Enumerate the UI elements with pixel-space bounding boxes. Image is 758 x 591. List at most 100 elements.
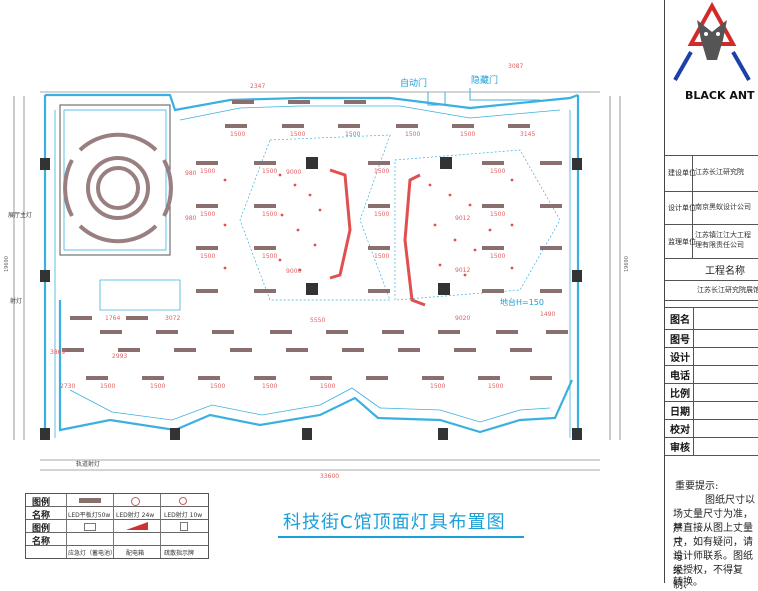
wall-outline — [43, 93, 580, 440]
legend-item-spot-24w: LED射灯 24w — [116, 512, 155, 519]
svg-text:1500: 1500 — [345, 131, 360, 138]
field-approver: 审核 — [670, 443, 690, 454]
display-counters — [329, 168, 426, 307]
construction-unit-value: 江苏长江研究院 — [695, 168, 744, 176]
ceiling-lighting-plan: 1500 1500 1500 1500 1500 3145 1500 1500 1500 1… — [4, 63, 630, 480]
panel-light-symbol-icon — [79, 498, 101, 503]
svg-text:1500: 1500 — [200, 211, 215, 218]
field-scale: 比例 — [670, 389, 690, 400]
svg-text:2730: 2730 — [60, 383, 75, 390]
title-underline — [278, 536, 524, 538]
outer-dimension-lines — [13, 91, 621, 471]
distribution-box-symbol-icon — [126, 522, 148, 530]
svg-text:1490: 1490 — [540, 311, 555, 318]
notice-line-5: 设计师联系。图纸未 — [673, 551, 753, 577]
legend-label-1: 图例 — [32, 498, 51, 508]
svg-text:1500: 1500 — [490, 211, 505, 218]
svg-text:1500: 1500 — [230, 131, 245, 138]
svg-text:1500: 1500 — [488, 383, 503, 390]
svg-text:9000: 9000 — [286, 169, 301, 176]
svg-text:1500: 1500 — [460, 131, 475, 138]
legend-table: 图例 名称 图例 名称 LED平板灯50w LED射灯 24w LED射灯 10… — [25, 493, 209, 559]
svg-text:1500: 1500 — [200, 168, 215, 175]
svg-text:1500: 1500 — [290, 131, 305, 138]
field-drawing-name: 图名 — [670, 315, 690, 326]
drawing-title: 科技街C馆顶面灯具布置图 — [283, 512, 506, 533]
svg-text:1500: 1500 — [430, 383, 445, 390]
svg-text:3145: 3145 — [520, 131, 535, 138]
svg-text:1500: 1500 — [262, 383, 277, 390]
project-name-label: 工程名称 — [705, 266, 745, 277]
title-block: BLACK ANT 建设单位 江苏长江研究院 设计单位 南京黑蚁设计公司 监理单… — [664, 0, 758, 591]
door-markers — [427, 88, 540, 106]
svg-text:3087: 3087 — [508, 63, 523, 70]
design-unit-label: 设计单位 — [668, 204, 696, 212]
svg-text:9020: 9020 — [455, 315, 470, 322]
notice-line-4: 寸，如有疑问，请与 — [673, 537, 753, 563]
svg-text:1500: 1500 — [210, 383, 225, 390]
field-checker: 校对 — [670, 425, 690, 436]
legend-item-emergency-light: 应急灯（蓄电池） — [68, 550, 117, 557]
main-light-room — [59, 104, 173, 256]
svg-text:5550: 5550 — [310, 317, 325, 324]
svg-text:2347: 2347 — [250, 83, 265, 90]
svg-text:1500: 1500 — [405, 131, 420, 138]
emergency-light-symbol-icon — [84, 523, 96, 531]
legend-item-distribution-box: 配电箱 — [126, 550, 145, 557]
legend-item-spot-10w: LED射灯 10w — [164, 512, 203, 519]
svg-text:1500: 1500 — [100, 383, 115, 390]
floor-height-label: 地台H=150 — [500, 298, 544, 307]
svg-text:1500: 1500 — [490, 168, 505, 175]
structural-columns — [40, 157, 582, 440]
design-unit-value: 南京黑蚁设计公司 — [695, 203, 751, 211]
spot-light-10w-symbol-icon — [179, 497, 187, 505]
supervision-unit-value: 江苏镇江江大工程 — [695, 231, 751, 239]
svg-text:9012: 9012 — [455, 267, 470, 274]
field-date: 日期 — [670, 407, 690, 418]
notice-title: 重要提示: — [675, 481, 719, 492]
notice-line-2: 场丈量尺寸为准，严 — [673, 509, 753, 535]
black-ant-logo — [673, 1, 751, 81]
inner-wall-lines — [54, 105, 571, 438]
field-drawing-number: 图号 — [670, 335, 690, 346]
legend-name-label-2: 名称 — [32, 537, 51, 547]
notice-line-3: 禁直接从图上丈量尺 — [673, 523, 753, 549]
svg-text:1500: 1500 — [262, 168, 277, 175]
supervision-unit-label: 监理单位 — [668, 238, 696, 246]
svg-text:980: 980 — [185, 170, 197, 177]
supervision-unit-value-2: 理有限责任公司 — [695, 241, 744, 249]
field-designer: 设计 — [670, 353, 690, 364]
side-dimension-labels: 19690 19690 — [4, 256, 630, 272]
dimension-labels: 1500 1500 1500 1500 1500 3145 1500 1500 1500 1… — [50, 63, 555, 480]
legend-item-exit-sign: 疏散指示牌 — [164, 550, 195, 557]
legend-label-2: 图例 — [32, 524, 51, 534]
display-area-outlines — [239, 134, 561, 301]
svg-text:1764: 1764 — [105, 315, 120, 322]
svg-text:980: 980 — [185, 215, 197, 222]
svg-text:1500: 1500 — [150, 383, 165, 390]
svg-text:9012: 9012 — [455, 215, 470, 222]
svg-text:1500: 1500 — [374, 168, 389, 175]
project-name-value: 江苏长江研究院展馆 — [697, 286, 758, 294]
svg-text:19690: 19690 — [4, 256, 10, 272]
track-light-label: 轨道射灯 — [76, 461, 101, 468]
hidden-door-label: 隐藏门 — [471, 76, 499, 86]
svg-text:1500: 1500 — [262, 211, 277, 218]
notice-line-1: 图纸尺寸以 — [705, 495, 755, 506]
led-panel-lights — [62, 100, 568, 380]
svg-text:3072: 3072 — [165, 315, 180, 322]
svg-text:1500: 1500 — [200, 253, 215, 260]
hall-main-light-label: 展厅主灯 — [8, 212, 33, 219]
svg-text:1500: 1500 — [262, 253, 277, 260]
spot-light-24w-symbol-icon — [131, 497, 140, 506]
svg-text:33600: 33600 — [320, 473, 339, 480]
svg-text:1500: 1500 — [490, 253, 505, 260]
svg-text:2993: 2993 — [112, 353, 127, 360]
brand-name: BLACK ANT — [685, 89, 755, 102]
legend-item-panel-light: LED平板灯50w — [68, 512, 111, 519]
exit-sign-symbol-icon — [180, 522, 188, 531]
notice-line-7: 转换。 — [673, 577, 703, 588]
svg-text:1500: 1500 — [374, 211, 389, 218]
svg-text:9000: 9000 — [286, 268, 301, 275]
svg-text:1500: 1500 — [374, 253, 389, 260]
